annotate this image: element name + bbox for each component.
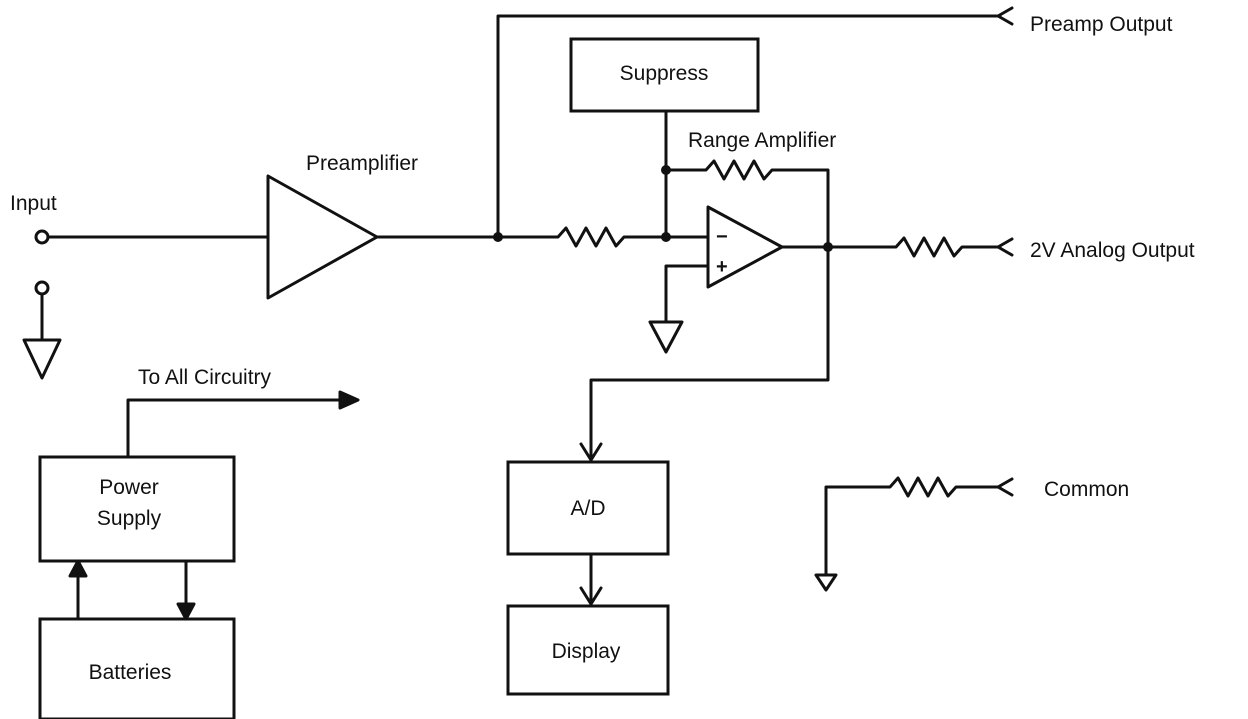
ad-box: [506, 460, 670, 556]
power-supply-label-line2: Supply: [97, 507, 162, 530]
analog-output-resistor-wire: [826, 236, 1002, 258]
output-to-ad-wire: [589, 245, 830, 462]
ad-label: A/D: [570, 497, 605, 520]
opamp-plus-sign: +: [716, 256, 728, 278]
display-label: Display: [552, 640, 621, 663]
batteries-label: Batteries: [89, 661, 172, 684]
input-ground-terminal: [34, 280, 50, 296]
power-distribution-arrow: [338, 390, 360, 410]
range-amplifier-opamp: [706, 205, 784, 289]
output-to-ad-arrow: [579, 442, 603, 462]
range-amplifier-label: Range Amplifier: [688, 129, 836, 152]
batteries-to-supply-arrow: [68, 559, 88, 578]
common-label: Common: [1044, 478, 1129, 501]
input-label: Input: [10, 192, 57, 215]
analog-output-connector: [996, 237, 1014, 257]
feedback-resistor-wire: [664, 159, 830, 249]
common-wire: [824, 476, 1002, 577]
input-terminal: [34, 229, 50, 245]
power-distribution-wire: [126, 398, 358, 459]
display-box: [506, 604, 670, 696]
preamp-tap-wire: [496, 14, 1002, 239]
opamp-minus-sign: −: [716, 226, 728, 248]
preamp-output-label: Preamp Output: [1030, 13, 1173, 36]
opamp-plus-ground-wire: [664, 264, 710, 324]
preamplifier-label: Preamplifier: [306, 152, 418, 175]
supply-to-batteries-arrow: [176, 602, 196, 621]
batteries-box: [38, 617, 236, 719]
to-all-circuitry-label: To All Circuitry: [138, 366, 272, 389]
preamplifier-symbol: [266, 174, 379, 300]
input-resistor-wire: [496, 226, 668, 248]
analog-output-label: 2V Analog Output: [1030, 239, 1195, 262]
common-connector: [996, 477, 1014, 497]
power-supply-box: [38, 455, 236, 563]
preamp-output-connector: [996, 6, 1014, 26]
input-ground-symbol: [22, 338, 62, 380]
ad-to-display-arrow: [579, 586, 603, 606]
common-ground-symbol: [814, 573, 838, 592]
opamp-ground-symbol: [648, 320, 684, 354]
power-supply-label-line1: Power: [99, 476, 159, 499]
suppress-label: Suppress: [620, 62, 709, 85]
